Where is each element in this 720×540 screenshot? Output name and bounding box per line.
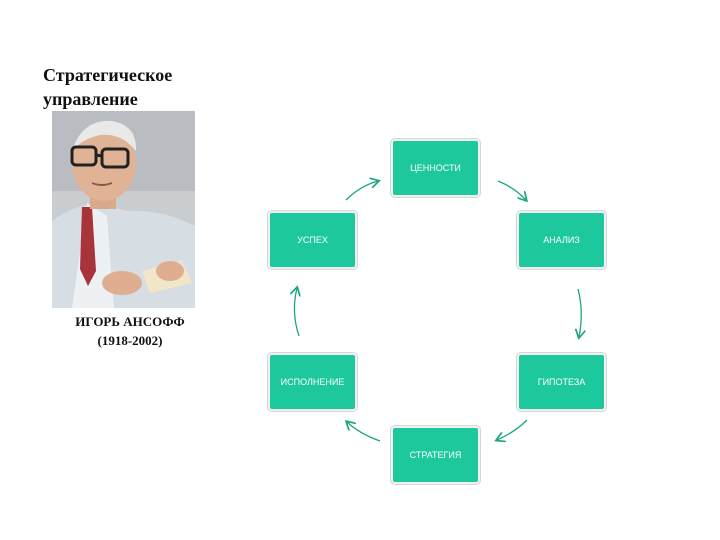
cycle-node-values: ЦЕННОСТИ <box>391 139 480 197</box>
person-years: (1918-2002) <box>97 333 163 348</box>
arrow-hypothesis-to-strategy <box>497 419 528 440</box>
cycle-node-execution: ИСПОЛНЕНИЕ <box>268 353 357 411</box>
arrow-analysis-to-hypothesis <box>578 288 581 337</box>
slide-title: Стратегическое управление <box>43 65 173 109</box>
arrow-values-to-analysis <box>497 180 526 200</box>
person-name: ИГОРЬ АНСОФФ <box>75 314 185 329</box>
cycle-node-success: УСПЕХ <box>268 211 357 269</box>
cycle-node-hypothesis: ГИПОТЕЗА <box>517 353 606 411</box>
portrait-photo <box>52 111 195 308</box>
cycle-node-strategy: СТРАТЕГИЯ <box>391 426 480 484</box>
arrow-execution-to-success <box>294 288 299 337</box>
cycle-node-analysis: АНАЛИЗ <box>517 211 606 269</box>
portrait-illustration <box>52 111 195 308</box>
arrow-success-to-values <box>345 181 378 201</box>
arrow-strategy-to-execution <box>347 422 381 442</box>
